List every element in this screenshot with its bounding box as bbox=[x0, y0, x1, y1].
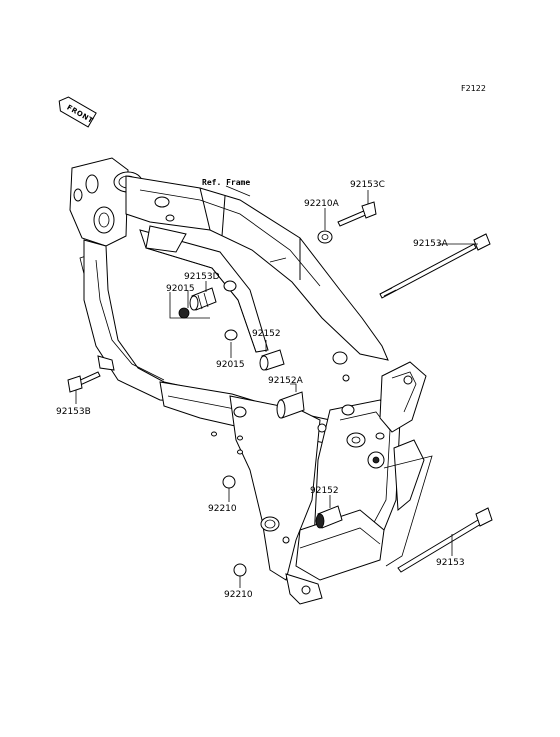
callout-92152a: 92152A bbox=[268, 376, 304, 386]
callout-92153a: 92153A bbox=[413, 239, 449, 249]
bolt-92153 bbox=[397, 507, 493, 573]
frame-drawing bbox=[69, 157, 433, 605]
callout-92153c: 92153C bbox=[350, 180, 385, 190]
leader-lines bbox=[75, 185, 478, 588]
callout-92153b: 92153B bbox=[56, 407, 91, 417]
nut-92210-bottom bbox=[233, 563, 247, 577]
collar-92152-upper bbox=[259, 349, 285, 371]
front-direction-badge: FRONT bbox=[58, 96, 97, 128]
collar-92152-lower bbox=[315, 505, 343, 529]
diagram-code: F2122 bbox=[461, 84, 486, 93]
callout-92152-upper: 92152 bbox=[252, 329, 281, 339]
collar-92153d bbox=[189, 287, 217, 311]
bolt-92153b bbox=[67, 371, 101, 393]
nut-92210-middle bbox=[222, 475, 236, 489]
callout-92015-upper: 92015 bbox=[166, 284, 195, 294]
nut-92210a bbox=[317, 230, 333, 244]
nut-92015-upper bbox=[178, 307, 190, 319]
callout-92152-lower: 92152 bbox=[310, 486, 339, 496]
callout-92153: 92153 bbox=[436, 558, 465, 568]
bolt-92153c bbox=[337, 201, 377, 227]
callout-92210a: 92210A bbox=[304, 199, 340, 209]
bolt-92153a bbox=[379, 233, 491, 299]
callout-92015-lower: 92015 bbox=[216, 360, 245, 370]
nut-92015-lower bbox=[224, 329, 238, 341]
callout-92210-middle: 92210 bbox=[208, 504, 237, 514]
ref-frame-label: Ref. Frame bbox=[202, 178, 250, 187]
callout-92210-bottom: 92210 bbox=[224, 590, 253, 600]
spacer-92152a bbox=[276, 391, 305, 419]
callout-92153d: 92153D bbox=[184, 272, 220, 282]
